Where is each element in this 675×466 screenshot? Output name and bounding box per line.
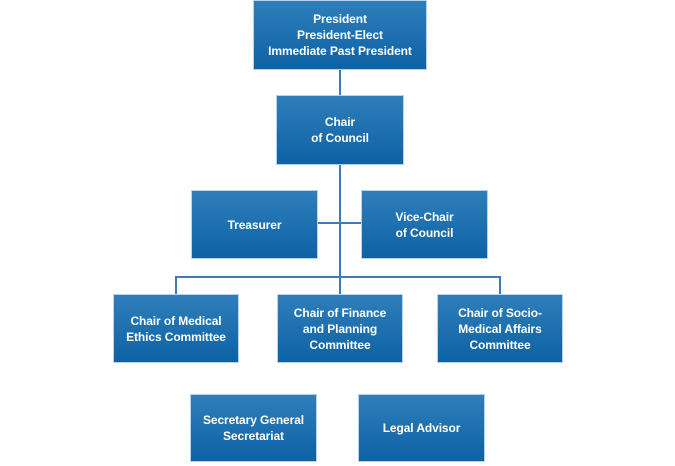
node-chair-finance-planning-committee-label: Chair of Finance and Planning Committee (293, 305, 387, 352)
node-chair-finance-planning-committee: Chair of Finance and Planning Committee (277, 294, 403, 363)
connector-committee-distributor (175, 276, 501, 278)
connector-treasurer-to-vice-chair (318, 222, 361, 224)
node-secretary-general-secretariat-label: Secretary General Secretariat (202, 413, 305, 443)
node-president-group-label: President President-Elect Immediate Past… (268, 12, 412, 58)
node-chair-medical-ethics-committee-label: Chair of Medical Ethics Committee (126, 313, 226, 344)
connector-president-to-chair (339, 70, 341, 95)
node-secretary-general-secretariat: Secretary General Secretariat (190, 394, 317, 462)
node-chair-socio-medical-affairs-committee-label: Chair of Socio- Medical Affairs Committe… (458, 305, 542, 352)
connector-chair-trunk (339, 165, 341, 294)
node-chair-medical-ethics-committee: Chair of Medical Ethics Committee (113, 294, 239, 363)
node-treasurer: Treasurer (191, 190, 318, 259)
connector-drop-socio-medical (499, 276, 501, 294)
node-vice-chair-of-council-label: Vice-Chair of Council (395, 209, 454, 240)
node-president-group: President President-Elect Immediate Past… (253, 0, 427, 70)
connector-drop-medical-ethics (175, 276, 177, 294)
node-treasurer-label: Treasurer (227, 217, 282, 232)
node-vice-chair-of-council: Vice-Chair of Council (361, 190, 488, 259)
node-chair-of-council-label: Chair of Council (311, 115, 369, 145)
node-chair-of-council: Chair of Council (276, 95, 404, 165)
node-legal-advisor: Legal Advisor (358, 394, 485, 462)
node-chair-socio-medical-affairs-committee: Chair of Socio- Medical Affairs Committe… (437, 294, 563, 363)
node-legal-advisor-label: Legal Advisor (382, 421, 461, 435)
